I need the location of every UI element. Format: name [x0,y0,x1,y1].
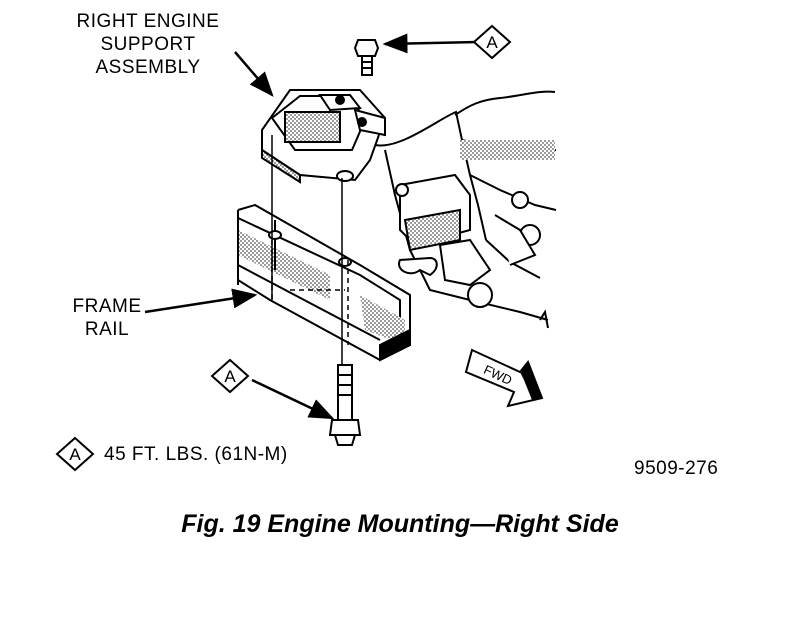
engine-support-assembly [261,89,387,184]
callout-diamond-bolt: A [210,358,250,394]
callout-letter-bolt: A [224,367,236,386]
engine-support-label: RIGHT ENGINE SUPPORT ASSEMBLY [58,10,238,79]
leader-lines [144,33,479,420]
callout-letter-legend: A [69,445,81,464]
callout-diamond-top: A [472,24,512,60]
torque-spec: 45 FT. LBS. (61N-M) [104,444,288,465]
engine-support-label-line-1: RIGHT ENGINE [76,11,220,32]
engine-bracket [395,173,541,308]
engine-support-label-line-3: ASSEMBLY [95,57,201,78]
figure-caption: Fig. 19 Engine Mounting—Right Side [181,510,619,538]
top-bolt [353,39,380,76]
forward-arrow: FWD [464,348,544,408]
bottom-bolt [328,364,362,446]
engine-support-label-line-2: SUPPORT [100,34,196,55]
part-number: 9509-276 [634,458,719,479]
frame-rail-label-line-1: FRAME [72,296,142,317]
frame-rail [237,203,411,362]
callout-diamond-legend: A [55,436,95,472]
frame-rail-label-line-2: RAIL [84,319,130,340]
callout-letter-top: A [486,33,498,52]
alignment-lines [271,135,352,370]
frame-rail-label: FRAME RAIL [62,295,152,341]
